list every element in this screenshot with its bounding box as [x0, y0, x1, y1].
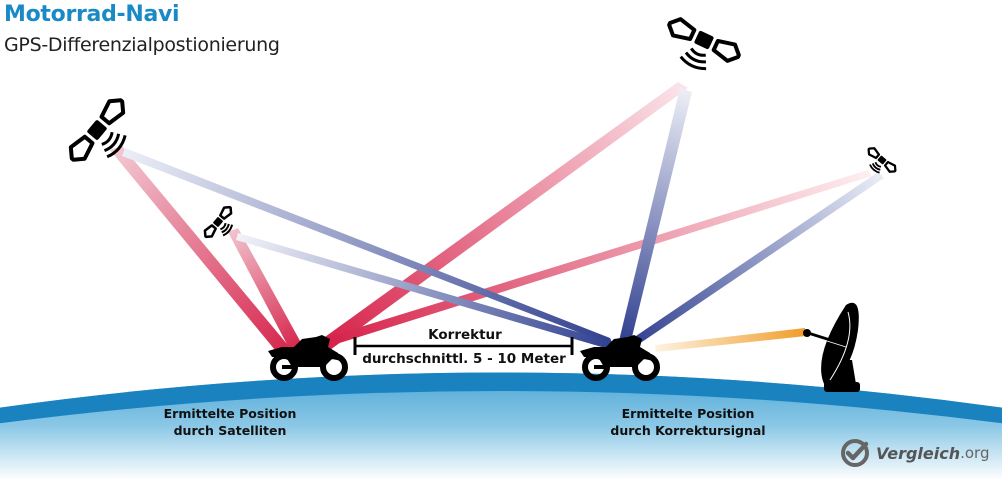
beam-red-sat3	[318, 82, 688, 350]
vergleich-logo: Vergleich.org	[840, 438, 989, 468]
beam-blue-sat2	[236, 233, 612, 350]
correction-position-label: Ermittelte Position durch Korrektursigna…	[588, 405, 788, 439]
beam-blue-sat3	[618, 88, 692, 345]
logo-brand: Vergleich	[876, 443, 961, 463]
correction-position-line2: durch Korrektursignal	[610, 423, 766, 438]
signal-beams	[110, 82, 884, 352]
distance-label: durchschnittl. 5 - 10 Meter	[362, 351, 566, 367]
beam-red-sat4	[325, 170, 872, 346]
correction-position-line1: Ermittelte Position	[621, 406, 755, 421]
motorcycle-icon	[580, 335, 660, 381]
page-title: Motorrad-Navi	[4, 2, 180, 27]
check-logo-icon	[841, 439, 869, 467]
motorcycle-icon	[268, 335, 348, 381]
distance-bracket	[353, 337, 574, 355]
beam-blue-sat4	[630, 172, 884, 346]
dish-antenna-icon	[803, 302, 860, 392]
correction-label: Korrektur	[428, 327, 502, 343]
logo-tld: .org	[960, 444, 990, 462]
satellite-position-line2: durch Satelliten	[173, 423, 287, 438]
beam-blue-sat1	[122, 148, 614, 346]
beam-red-sat2	[228, 228, 305, 350]
earth	[0, 372, 1002, 480]
satellite-position-line1: Ermittelte Position	[163, 406, 297, 421]
satellite-icon	[667, 17, 741, 71]
satellite-icon	[867, 147, 897, 174]
beam-orange-dish	[655, 328, 806, 352]
satellite-icon	[203, 205, 234, 239]
page-subtitle: GPS-Differenzialpostionierung	[4, 34, 280, 56]
beam-red-sat1	[110, 146, 292, 350]
satellite-position-label: Ermittelte Position durch Satelliten	[140, 405, 320, 439]
satellite-icon	[68, 98, 127, 162]
